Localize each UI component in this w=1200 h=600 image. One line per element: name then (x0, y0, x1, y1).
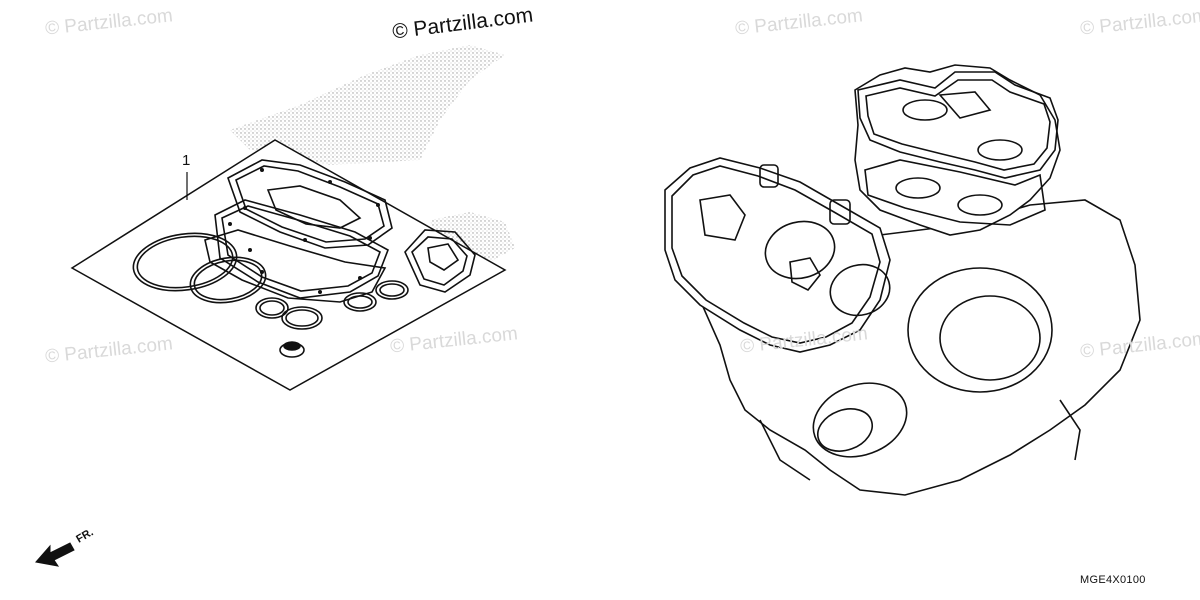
cylinder-head-gasket (214, 199, 389, 299)
o-ring-small-1 (255, 297, 289, 319)
o-ring-large-1 (132, 232, 238, 292)
o-ring-large-2 (189, 256, 267, 304)
callout-number: 1 (182, 152, 191, 169)
small-cover-gasket (404, 229, 476, 293)
diagram-code: MGE4X0100 (1080, 574, 1146, 586)
gasket-kit-parts (132, 159, 476, 358)
o-ring-small-4 (375, 280, 409, 300)
gasket-kit-sheet (70, 139, 507, 391)
front-direction-arrow (35, 542, 75, 567)
head-cover-gasket (227, 159, 393, 249)
o-ring-small-3 (343, 292, 377, 312)
engine-assembly (664, 64, 1141, 496)
o-ring-small-2 (281, 306, 323, 330)
